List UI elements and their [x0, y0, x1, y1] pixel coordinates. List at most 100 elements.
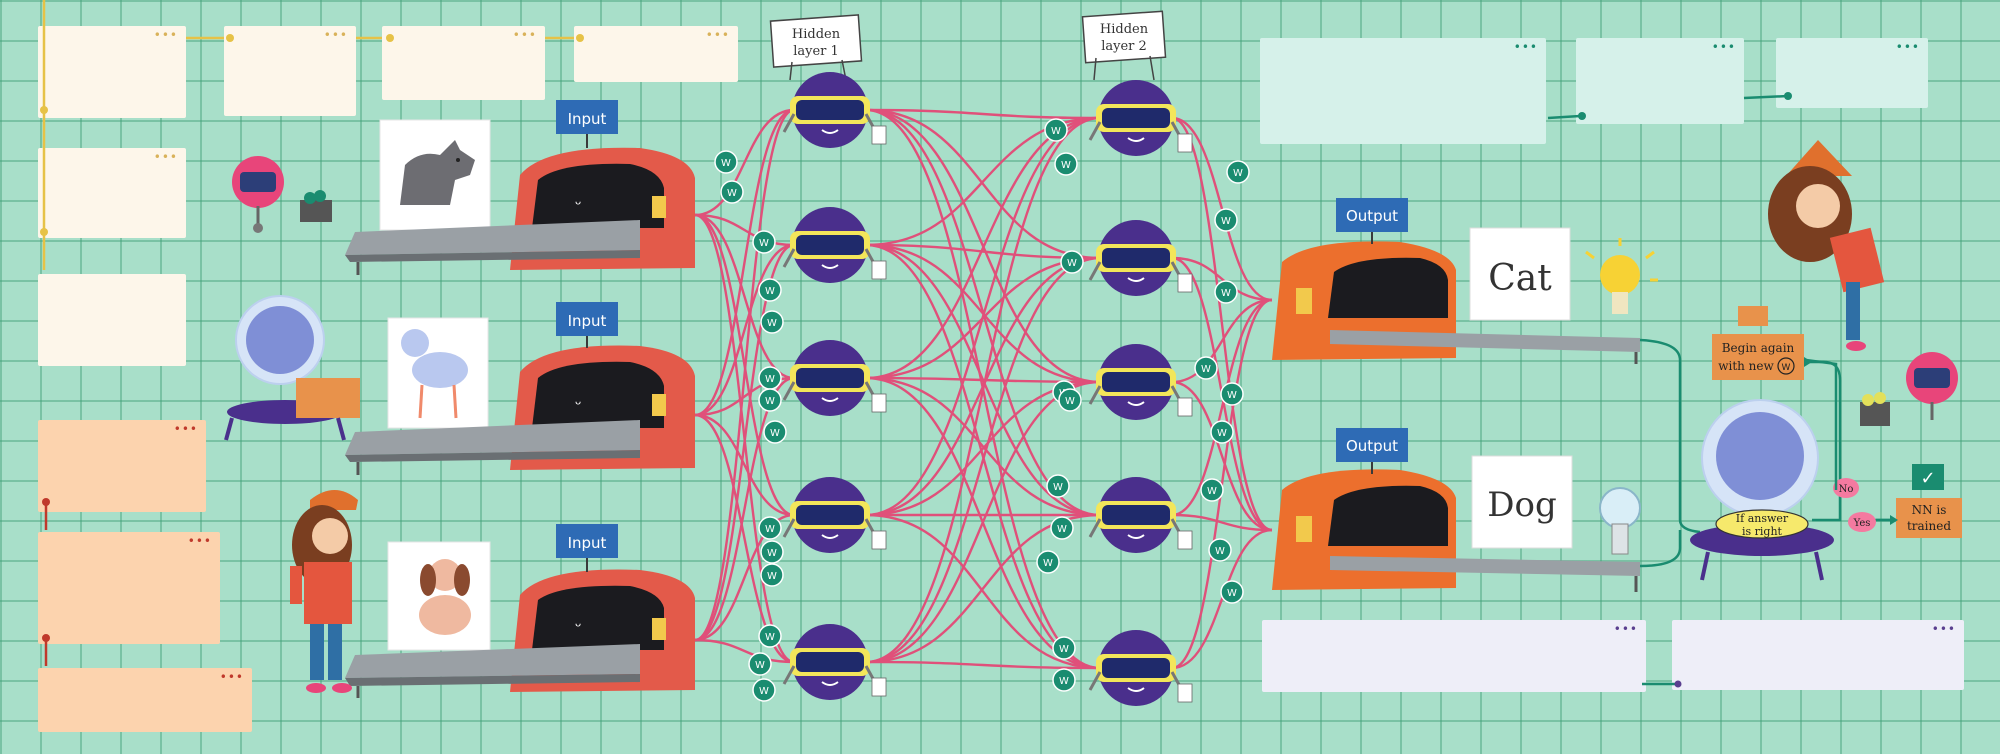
- sticky-note[interactable]: •••: [38, 668, 252, 732]
- sticky-note[interactable]: •••: [38, 420, 206, 512]
- weight-label: W: [765, 524, 775, 535]
- spaniel-icon: [419, 559, 471, 635]
- connection-line: [865, 243, 1101, 260]
- weight-badge: W: [752, 230, 776, 254]
- sticky-note[interactable]: •••: [1262, 620, 1646, 692]
- more-icon[interactable]: •••: [1895, 40, 1920, 54]
- weight-label: W: [1043, 558, 1053, 569]
- connection-line: [694, 413, 795, 664]
- weight-badge: W: [763, 420, 787, 444]
- weight-label: W: [1215, 546, 1225, 557]
- begin-again-sign: Begin again with new W: [1712, 306, 1804, 380]
- sticky-note[interactable]: •••: [1672, 620, 1964, 690]
- yes-label: Yes: [1853, 518, 1871, 529]
- output-machine: Output Cat: [1272, 198, 1658, 364]
- cat-card: [1469, 227, 1571, 321]
- weight-badge: W: [1046, 474, 1070, 498]
- neuron-robot-icon: [1088, 220, 1193, 296]
- more-icon[interactable]: •••: [1931, 622, 1956, 636]
- weight-badge: W: [1214, 208, 1238, 232]
- connection-line: [694, 243, 795, 642]
- weight-badge: W: [1054, 152, 1078, 176]
- wolf-icon: [400, 140, 475, 205]
- sticky-note[interactable]: •••: [38, 148, 186, 238]
- sticky-note[interactable]: •••: [382, 26, 545, 100]
- connection-line: [865, 660, 1101, 670]
- note-connectors: [42, 0, 574, 270]
- weight-label: W: [721, 158, 731, 169]
- weight-badge: W: [758, 278, 782, 302]
- more-icon[interactable]: •••: [512, 28, 537, 42]
- input-sign-label: Input: [568, 534, 607, 552]
- lightbulb-on-icon: [1585, 238, 1658, 314]
- more-icon[interactable]: •••: [323, 28, 348, 42]
- weight-badge: W: [1044, 118, 1068, 142]
- check-icon: ✓: [1920, 468, 1935, 489]
- if-answer-label-line1: If answer: [1736, 512, 1789, 525]
- input-sign-label: Input: [568, 312, 607, 330]
- connection-line: [694, 108, 795, 417]
- hidden-layer-1-sign: Hidden layer 1: [769, 14, 863, 81]
- sticky-note[interactable]: •••: [38, 532, 220, 644]
- connection-line: [694, 413, 795, 517]
- output-machine: Output Dog: [1272, 428, 1641, 592]
- weight-label: W: [765, 396, 775, 407]
- neuron-robot-icon: [782, 72, 887, 148]
- more-icon[interactable]: •••: [1711, 40, 1736, 54]
- connection-line: [1171, 298, 1273, 384]
- output-sign-label: Output: [1346, 437, 1398, 455]
- connection-line: [1171, 380, 1273, 532]
- weight-label: W: [755, 660, 765, 671]
- connection-line: [865, 513, 1101, 670]
- weight-label: W: [767, 571, 777, 582]
- more-icon[interactable]: •••: [173, 422, 198, 436]
- weight-label: W: [765, 374, 775, 385]
- begin-again-line2: with new: [1718, 359, 1774, 373]
- more-icon[interactable]: •••: [219, 670, 244, 684]
- hidden-layer-1-label-line1: Hidden: [792, 27, 841, 42]
- input-machine: ᵕ Input: [345, 100, 695, 275]
- sticky-note[interactable]: •••: [1576, 38, 1744, 124]
- connection-line: [865, 376, 1101, 517]
- neuron-robot-icon: [1088, 477, 1193, 553]
- weight-badge: W: [1214, 280, 1238, 304]
- sticky-note[interactable]: •••: [1776, 38, 1928, 108]
- more-icon[interactable]: •••: [153, 28, 178, 42]
- connection-line: [694, 243, 795, 417]
- sticky-note[interactable]: •••: [224, 26, 356, 116]
- weight-badge: W: [1200, 478, 1224, 502]
- connection-line: [694, 638, 795, 664]
- weight-badge: W: [760, 563, 784, 587]
- poodle-icon: [401, 329, 468, 419]
- more-icon[interactable]: •••: [187, 534, 212, 548]
- weight-badge: W: [758, 388, 782, 412]
- pink-robot-icon: [1860, 352, 1958, 426]
- sticky-note[interactable]: •••: [1260, 38, 1546, 144]
- weight-label: W: [759, 686, 769, 697]
- weight-label: W: [1059, 676, 1069, 687]
- more-icon[interactable]: •••: [153, 150, 178, 164]
- svg-text:ᵕ: ᵕ: [575, 395, 582, 414]
- more-icon[interactable]: •••: [1513, 40, 1538, 54]
- connection-line: [694, 108, 795, 217]
- input-sign-label: Input: [568, 110, 607, 128]
- connection-line: [865, 256, 1101, 664]
- sticky-note[interactable]: [38, 274, 186, 366]
- neuron-robot-icon: [782, 624, 887, 700]
- weight-label: W: [1051, 126, 1061, 137]
- input-sign: [556, 524, 618, 558]
- sticky-note[interactable]: •••: [38, 26, 186, 118]
- weight-badge: W: [1220, 580, 1244, 604]
- sticky-note[interactable]: •••: [574, 26, 738, 82]
- output-sign-label: Output: [1346, 207, 1398, 225]
- more-icon[interactable]: •••: [1613, 622, 1638, 636]
- weight-label: W: [1233, 168, 1243, 179]
- connector-dots: [40, 34, 584, 236]
- weight-label: W: [1221, 288, 1231, 299]
- weight-badge: W: [760, 310, 784, 334]
- more-icon[interactable]: •••: [705, 28, 730, 42]
- weight-badge: W: [714, 150, 738, 174]
- weight-badge: W: [1210, 420, 1234, 444]
- weight-label: W: [1207, 486, 1217, 497]
